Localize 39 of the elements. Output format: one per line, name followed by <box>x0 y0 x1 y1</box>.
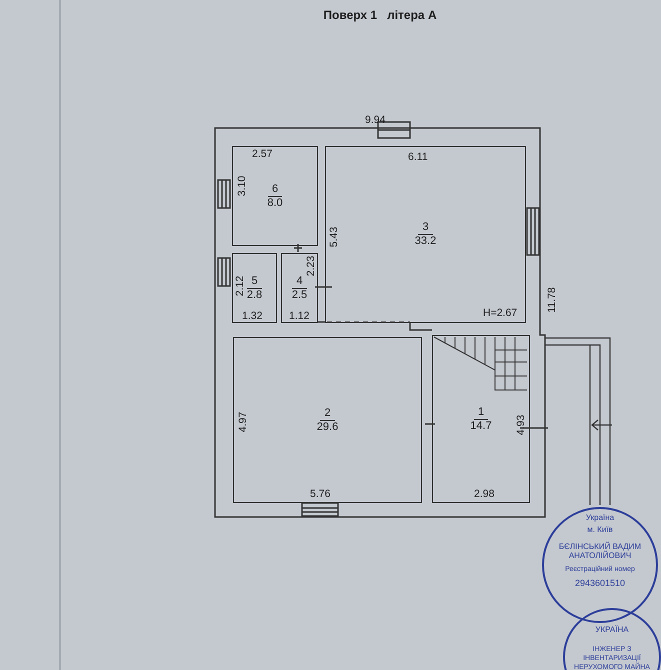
dimension-label: 9.94 <box>365 114 386 126</box>
room <box>281 253 318 323</box>
room-number: 5 <box>247 274 262 288</box>
dimension-label: 11.78 <box>546 287 558 313</box>
dimension-label: 5.76 <box>310 488 330 500</box>
dimension-label: 6.11 <box>408 151 428 163</box>
dimension-label: 5.43 <box>328 226 340 248</box>
room-area: 29.6 <box>316 420 338 434</box>
dimension-label: 1.12 <box>289 310 310 322</box>
room-number: 3 <box>418 221 433 235</box>
room <box>232 146 318 246</box>
room-area: 2.5 <box>292 288 308 302</box>
dimension-label: 4.97 <box>237 412 250 432</box>
stamp-text: 2943601510 <box>574 579 626 588</box>
dimension-label: 4.93 <box>515 414 528 436</box>
stamp-text: УКРАЇНА <box>594 625 630 634</box>
room-area: 8.0 <box>267 196 283 210</box>
room <box>325 146 526 323</box>
room-area: 33.2 <box>414 235 436 248</box>
dimension-label: 2.57 <box>252 148 272 160</box>
room-number: 6 <box>268 182 282 196</box>
plan-title: Поверх 1 літера А <box>322 8 438 22</box>
dimension-label: 2.12 <box>234 276 246 296</box>
room-number: 1 <box>474 406 488 420</box>
room-area: 14.7 <box>470 420 492 432</box>
room <box>232 253 277 323</box>
room-number: 4 <box>292 274 307 288</box>
dimension-label: H=2.67 <box>483 307 518 319</box>
room <box>233 337 422 503</box>
dimension-label: 1.32 <box>242 310 262 322</box>
dimension-label: 3.10 <box>236 176 248 196</box>
stamp-text: м. Київ <box>586 525 614 534</box>
stamp-text: БЄЛІНСЬКИЙ ВАДИМ АНАТОЛІЙОВИЧ <box>558 542 642 560</box>
stamp-text: Україна <box>584 513 616 522</box>
room-area: 2.8 <box>246 288 262 302</box>
dimension-label: 2.98 <box>474 488 494 500</box>
room-number: 2 <box>320 406 335 420</box>
room <box>432 335 530 503</box>
dimension-label: 2.23 <box>305 256 318 276</box>
